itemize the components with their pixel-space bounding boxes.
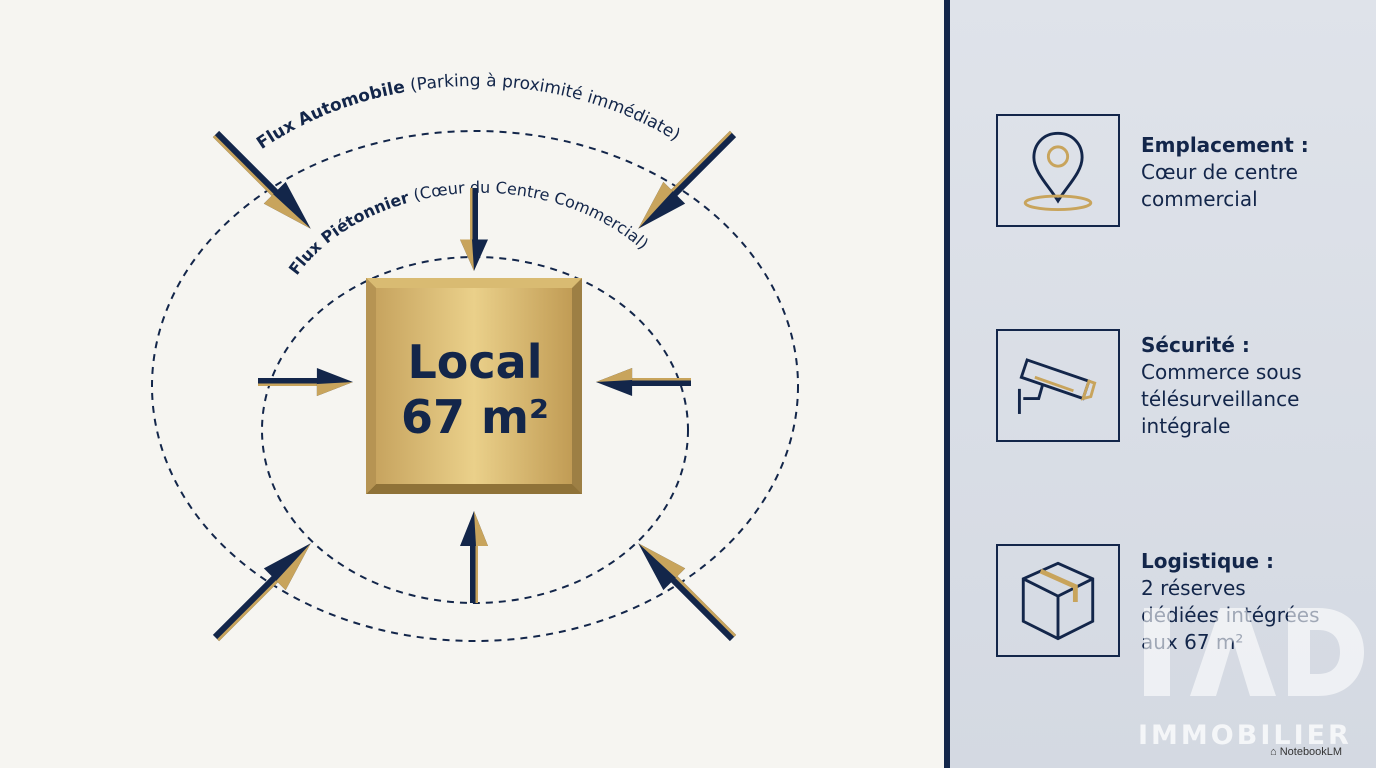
package-box-icon — [996, 544, 1120, 657]
local-box: Local 67 m² — [366, 278, 582, 494]
card-location-line: Cœur de centre — [1141, 160, 1298, 184]
card-security-line: intégrale — [1141, 414, 1231, 438]
card-security-line: télésurveillance — [1141, 387, 1300, 411]
outer-ring-label: Flux Automobile (Parking à proximité imm… — [253, 71, 683, 154]
credit-text: NotebookLM — [1279, 746, 1343, 758]
card-security-title: Sécurité : — [1141, 333, 1250, 357]
local-title: Local — [408, 335, 543, 389]
security-camera-icon — [996, 329, 1120, 442]
arrow-top-inner — [460, 188, 488, 271]
notebooklm-logo-icon: ⌂ — [1270, 746, 1280, 758]
card-location-title: Emplacement : — [1141, 133, 1309, 157]
arrow-bottom-right-outer — [627, 532, 744, 649]
card-security-line: Commerce sous — [1141, 360, 1302, 384]
panel-divider — [944, 0, 950, 768]
card-logistics-line: dédiées intégrées — [1141, 603, 1320, 627]
card-location-line: commercial — [1141, 187, 1258, 211]
arrow-bottom-left-outer — [205, 532, 322, 649]
notebooklm-credit: ⌂ NotebookLM — [1270, 746, 1342, 758]
arrow-left-inner — [258, 368, 353, 396]
arrow-top-right-outer — [627, 123, 744, 240]
location-pin-icon — [996, 114, 1120, 227]
local-area: 67 m² — [401, 390, 549, 444]
traffic-flow-diagram: Flux Automobile (Parking à proximité imm… — [151, 71, 799, 649]
card-logistics-line: aux 67 m² — [1141, 630, 1244, 654]
arrow-right-inner — [596, 368, 691, 396]
card-security: Sécurité : Commerce sous télésurveillanc… — [1141, 332, 1361, 440]
card-logistics-title: Logistique : — [1141, 549, 1275, 573]
card-location: Emplacement : Cœur de centre commercial — [1141, 132, 1361, 213]
watermark-text: IMMOBILIER — [1138, 720, 1352, 751]
card-logistics: Logistique : 2 réserves dédiées intégrée… — [1141, 548, 1361, 656]
card-logistics-line: 2 réserves — [1141, 576, 1246, 600]
inner-ring-label: Flux Piétonnier (Cœur du Centre Commerci… — [285, 178, 652, 279]
outer-ring — [151, 130, 799, 642]
arrow-bottom-inner — [460, 511, 488, 603]
